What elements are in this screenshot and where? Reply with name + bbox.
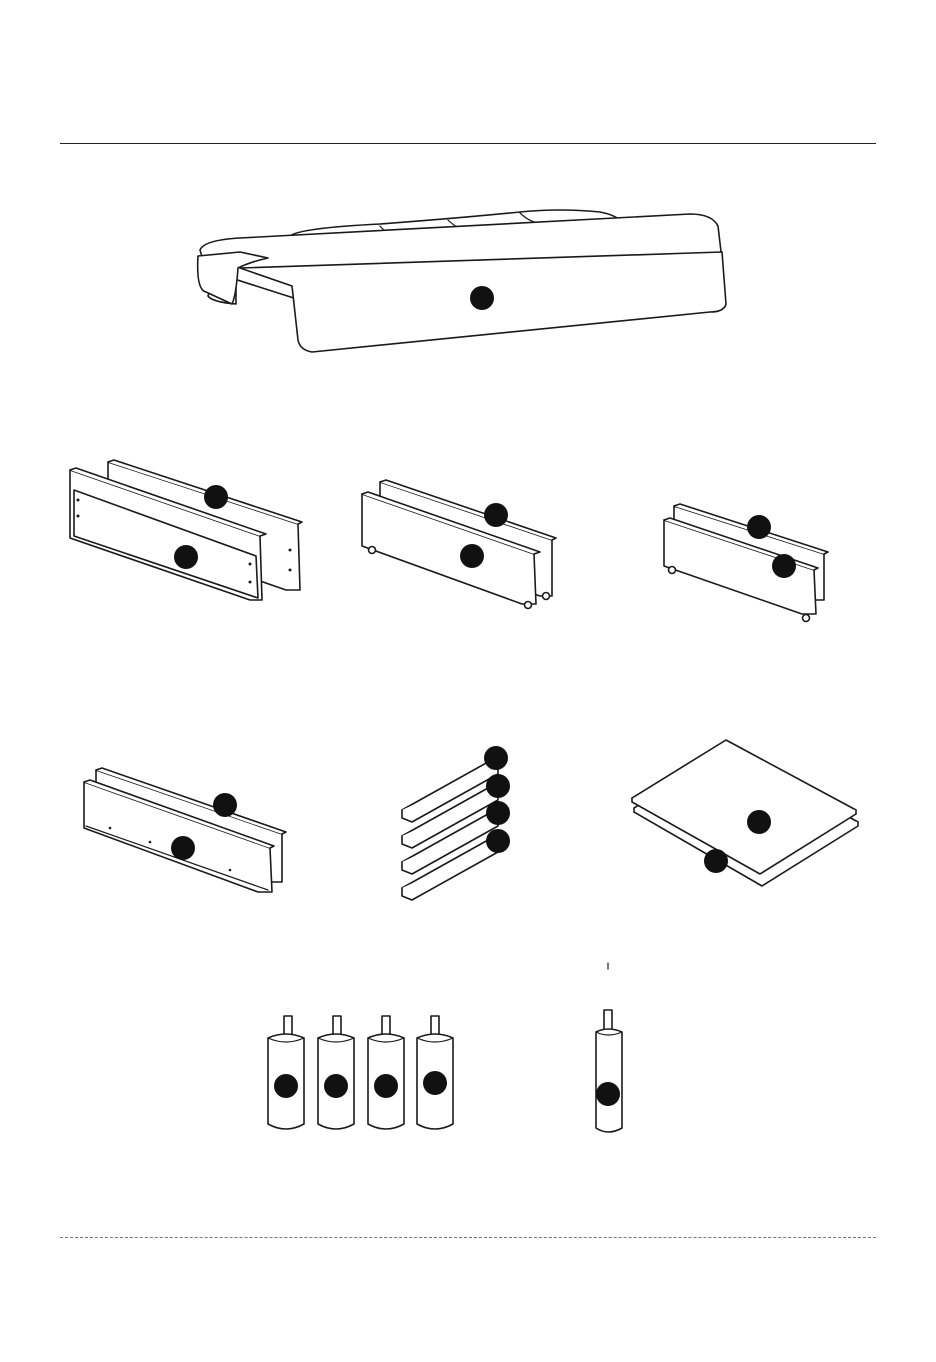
marker-leg-4 bbox=[423, 1071, 447, 1095]
marker-single-leg bbox=[596, 1082, 620, 1106]
marker-short-panel-front bbox=[171, 836, 195, 860]
part-single-leg bbox=[596, 963, 622, 1132]
marker-board-top bbox=[747, 810, 771, 834]
marker-castor-panel-back bbox=[484, 503, 508, 527]
part-legs-set bbox=[268, 1016, 453, 1129]
marker-short-castor-panel-front bbox=[772, 554, 796, 578]
part-mattress bbox=[198, 210, 726, 352]
marker-long-panel-back bbox=[204, 485, 228, 509]
marker-slat-1 bbox=[484, 746, 508, 770]
marker-leg-1 bbox=[274, 1074, 298, 1098]
marker-short-castor-panel-back bbox=[747, 515, 771, 539]
part-short-panels-pair bbox=[84, 768, 286, 892]
marker-leg-3 bbox=[374, 1074, 398, 1098]
marker-slat-2 bbox=[486, 774, 510, 798]
part-boards-pair bbox=[632, 740, 858, 886]
marker-long-panel-front bbox=[174, 545, 198, 569]
marker-short-panel-back bbox=[213, 793, 237, 817]
marker-slat-3 bbox=[486, 801, 510, 825]
marker-slat-4 bbox=[486, 829, 510, 853]
part-short-panels-with-castors-pair bbox=[664, 504, 828, 622]
part-long-panels-pair bbox=[70, 460, 302, 600]
marker-mattress bbox=[470, 286, 494, 310]
marker-castor-panel-front bbox=[460, 544, 484, 568]
part-slats bbox=[402, 746, 510, 900]
part-panels-with-castors-pair bbox=[362, 480, 556, 609]
marker-board-bottom bbox=[704, 849, 728, 873]
marker-leg-2 bbox=[324, 1074, 348, 1098]
